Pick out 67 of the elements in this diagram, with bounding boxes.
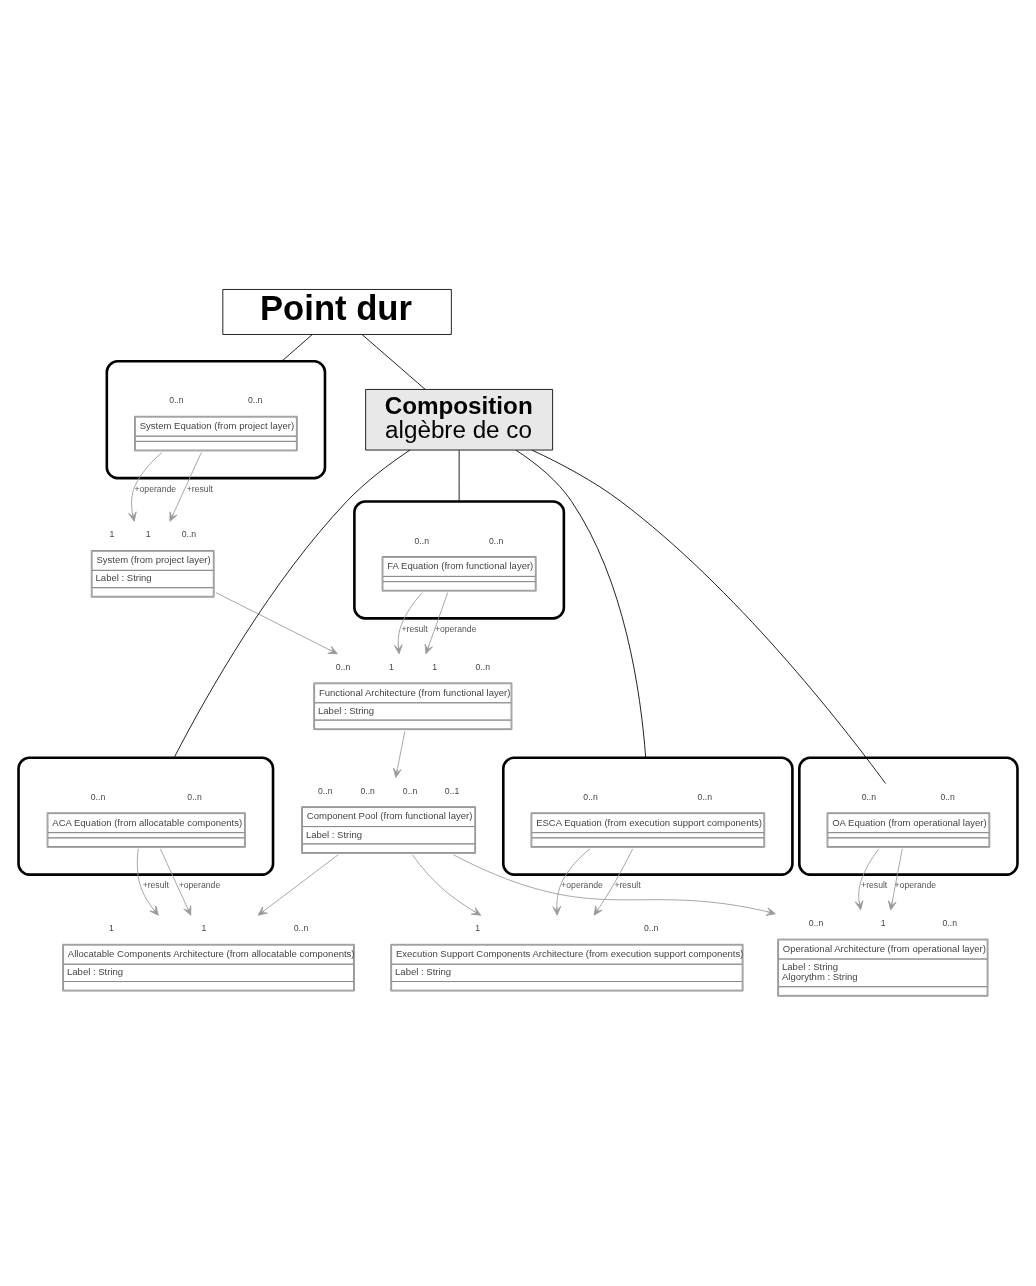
node-label: 1: [432, 661, 438, 672]
cluster: [798, 755, 1019, 876]
node-label: 1: [109, 922, 114, 933]
node-label: 0..n: [247, 394, 263, 405]
node-label: 1: [201, 922, 207, 933]
connector: [531, 449, 887, 784]
node-label: 0..n: [402, 785, 418, 796]
edge-label: +result: [614, 879, 641, 890]
cluster: [105, 359, 327, 479]
arrow: [453, 853, 776, 916]
node-label: 0..n: [181, 528, 197, 539]
arrow: [215, 591, 338, 654]
arrow: [411, 853, 482, 916]
node-label: 0..n: [335, 661, 351, 672]
node-label: 0..n: [187, 791, 202, 802]
node-label: 0..n: [861, 791, 877, 802]
connector: [515, 449, 647, 758]
arrow: [169, 451, 202, 522]
node-label: 1: [389, 661, 394, 672]
edge-label: +result: [186, 483, 213, 494]
node-label: 0..n: [808, 917, 824, 928]
arrow: [136, 847, 159, 916]
node-label: 1: [145, 528, 151, 539]
edge-label: +operande: [134, 483, 177, 494]
node-label: 0..n: [360, 785, 375, 796]
edge-label: +operande: [434, 623, 477, 634]
arrow: [128, 451, 163, 522]
node-label: 0..n: [90, 791, 106, 802]
node-label: 1: [109, 528, 115, 539]
arrow: [159, 848, 192, 916]
arrow: [552, 847, 591, 916]
node-label: 1: [475, 922, 480, 933]
node-label: 0..n: [942, 917, 958, 928]
node-label: 0..1: [444, 785, 460, 796]
connector: [458, 449, 460, 502]
node-label: 0..n: [169, 394, 184, 405]
node-label: 1: [880, 917, 886, 928]
cluster: [353, 499, 566, 620]
connector: [361, 333, 426, 390]
arrow: [888, 848, 903, 910]
edge-label: +operande: [561, 879, 603, 890]
node-box: Composition algèbre de co: [365, 388, 554, 450]
arrow: [257, 853, 339, 916]
edge-label: +operande: [178, 879, 221, 890]
cluster: [501, 755, 794, 876]
arrow: [424, 591, 449, 654]
arrow: [393, 591, 423, 654]
node-label: 0..n: [489, 535, 504, 546]
node-label: 0..n: [318, 785, 333, 796]
connector: [173, 449, 411, 758]
arrow: [393, 730, 406, 778]
edge-label: +result: [861, 879, 888, 890]
arrow: [593, 847, 634, 916]
node-box: Point dur: [222, 288, 452, 335]
node-label: 0..n: [475, 661, 491, 672]
edge-label: +operande: [894, 879, 937, 890]
node-label: 0..n: [414, 535, 429, 546]
node-label: 0..n: [293, 922, 309, 933]
cluster: [17, 755, 275, 876]
node-label: 0..n: [697, 791, 713, 802]
arrow: [854, 847, 880, 910]
node-label: 0..n: [940, 791, 955, 802]
edge-label: +result: [401, 623, 428, 634]
edge-label: +result: [142, 879, 169, 890]
node-label: 0..n: [583, 791, 598, 802]
connector: [281, 333, 313, 362]
node-label: 0..n: [643, 922, 659, 933]
